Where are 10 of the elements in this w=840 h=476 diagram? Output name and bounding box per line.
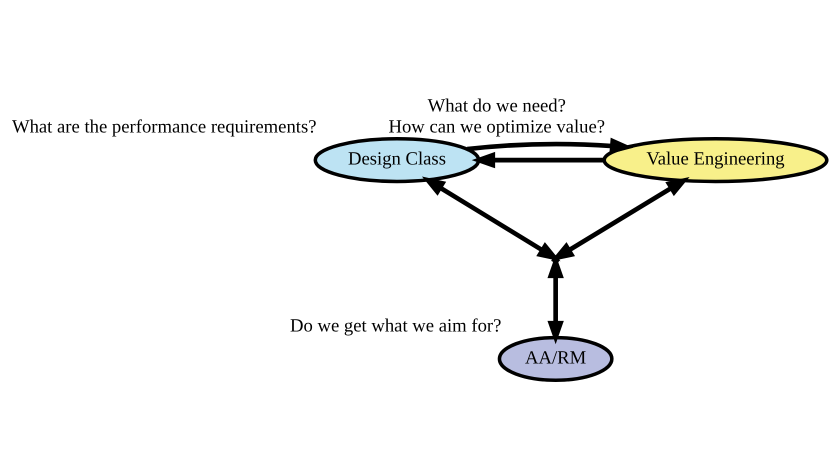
node-label: What are the performance requirements?: [12, 116, 317, 138]
node-label: What do we need?: [428, 95, 566, 116]
arrow: [422, 176, 560, 261]
node-ellipse: AA/RM: [498, 335, 614, 382]
arrow: [467, 137, 634, 154]
node-ellipse: Design Class: [314, 136, 480, 183]
node-label: Do we get what we aim for?: [290, 314, 502, 336]
node-label: How can we optimize value?: [388, 116, 606, 138]
arrow: [472, 151, 604, 168]
arrow: [550, 176, 690, 261]
